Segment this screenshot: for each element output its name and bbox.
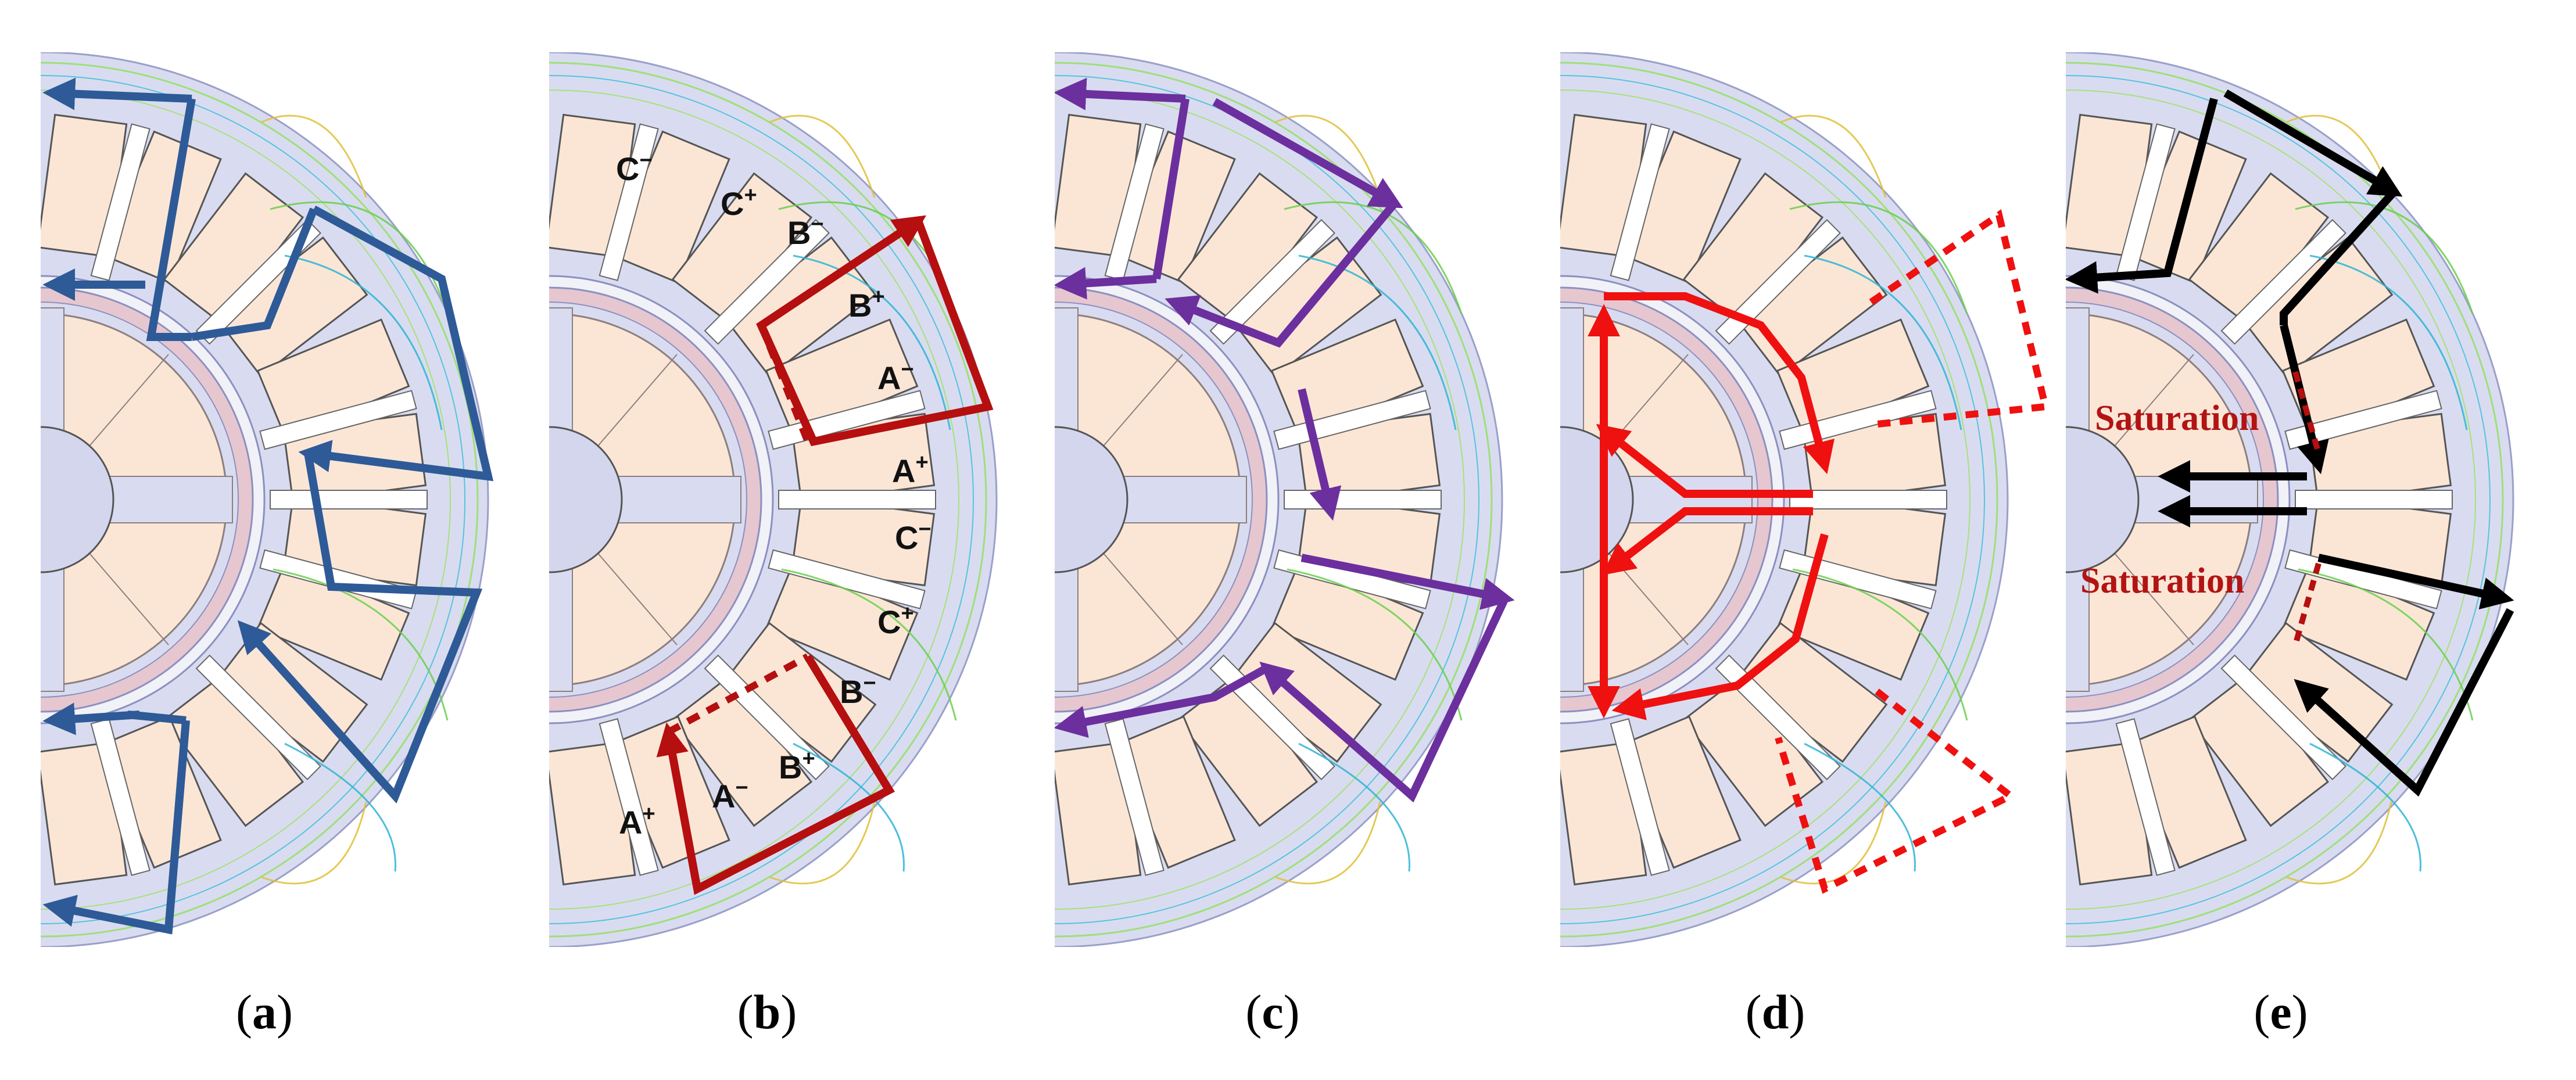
annotation-saturation-bottom: Saturation xyxy=(2080,561,2244,601)
slot-label-c-plus-top: C+ xyxy=(721,183,757,222)
panel-label-d: (d) xyxy=(1746,985,1805,1039)
slot-label-a-minus-top: A− xyxy=(877,357,914,396)
panel-label-b: (b) xyxy=(737,985,797,1039)
slot-label-b-plus-bot: B+ xyxy=(779,747,815,785)
slot-label-c-minus-mid: C− xyxy=(895,517,931,556)
slot-label-c-plus-bot: C+ xyxy=(877,601,914,640)
slot-label-b-minus-bot: B− xyxy=(840,671,876,710)
panel-b: C− C+ B− B+ A− A+ C− C+ B− B+ A− A+ xyxy=(549,52,998,947)
panel-c xyxy=(1055,52,1515,947)
flux-arrows-d xyxy=(1588,292,1835,720)
slot-label-c-minus-top: C− xyxy=(616,148,653,187)
slot-label-a-plus-mid: A+ xyxy=(892,450,929,489)
slot-label-b-plus-top: B+ xyxy=(848,285,885,324)
flux-arrows-a xyxy=(42,77,494,935)
panel-d xyxy=(1560,52,2050,947)
panel-label-e: (e) xyxy=(2253,985,2308,1039)
panel-a xyxy=(41,52,494,947)
slot-label-a-minus-bot: A− xyxy=(712,776,748,815)
flux-arrows-e xyxy=(2066,89,2514,797)
flux-arrows-b xyxy=(656,215,994,895)
panel-e: Saturation Saturation xyxy=(2066,52,2514,947)
panel-label-a: (a) xyxy=(236,985,293,1039)
slot-labels-b: C− C+ B− B+ A− A+ C− C+ B− B+ A− A+ xyxy=(616,148,931,841)
flux-arrows-c xyxy=(1055,77,1515,803)
slot-label-b-minus-top: B− xyxy=(787,212,824,251)
panel-labels: (a) (b) (c) (d) (e) xyxy=(236,985,2308,1039)
annotation-saturation-top: Saturation xyxy=(2095,399,2259,438)
panel-label-c: (c) xyxy=(1245,985,1299,1039)
slot-label-a-plus-bot: A+ xyxy=(619,802,655,841)
